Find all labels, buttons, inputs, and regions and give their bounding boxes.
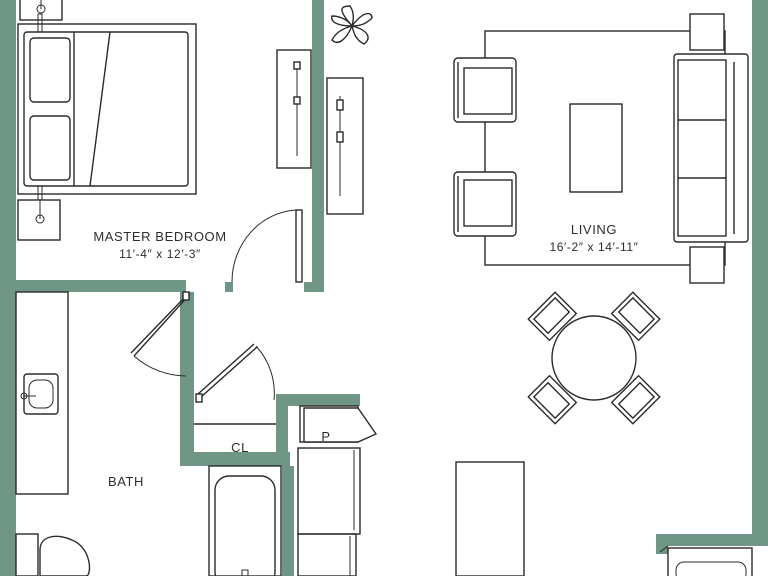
appliance-icon <box>659 545 753 576</box>
sink-icon <box>20 373 59 415</box>
kitchen-counter-icon <box>297 447 361 576</box>
wall-bedroom-south <box>16 280 186 292</box>
master-bedroom: MASTER BEDROOM 11′-4″ x 12′-3″ <box>17 0 312 283</box>
dining-chair-icon <box>610 374 661 425</box>
master-bedroom-name: MASTER BEDROOM <box>93 229 226 244</box>
wall-bottom-right <box>656 534 768 546</box>
dining-chair-icon <box>527 374 578 425</box>
wall-bedroom-corner <box>304 282 324 292</box>
dresser-icon <box>276 49 312 169</box>
armchair-icon <box>453 171 517 237</box>
wall-closet-south <box>180 452 290 466</box>
wall-bath-east <box>180 292 194 464</box>
sofa-icon <box>673 53 749 243</box>
end-table-icon <box>689 246 725 284</box>
door-swing-icon <box>231 209 303 283</box>
coffee-table-icon <box>569 103 623 193</box>
door-swing-icon <box>195 343 275 403</box>
door-swing-icon <box>130 291 191 377</box>
pantry-door-icon <box>299 405 378 443</box>
bath: BATH <box>15 291 144 576</box>
dining-set <box>527 291 661 425</box>
nightstand-icon <box>19 0 63 21</box>
wall-bottom-right-stub <box>656 534 668 554</box>
kitchen: P <box>297 405 753 576</box>
end-table-icon <box>689 13 725 51</box>
wall-pantry-north <box>276 394 360 406</box>
wall-bedroom-east <box>312 0 324 292</box>
nightstand-icon <box>17 199 61 241</box>
living: LIVING 16′-2″ x 14′-11″ <box>453 13 749 425</box>
toilet-icon <box>15 533 91 576</box>
hall-closet: CL <box>130 5 373 576</box>
dresser-icon <box>326 77 364 215</box>
armchair-icon <box>453 57 517 123</box>
master-bedroom-dims: 11′-4″ x 12′-3″ <box>119 247 201 261</box>
dining-chair-icon <box>610 291 661 342</box>
wall-hall-west <box>282 466 294 576</box>
bed-icon <box>17 23 197 195</box>
wall-right-outer <box>752 0 768 534</box>
living-dims: 16′-2″ x 14′-11″ <box>549 240 638 254</box>
dining-table-icon <box>551 315 637 401</box>
pantry-label: P <box>321 429 330 444</box>
pillow-icon <box>29 37 71 103</box>
dining-chair-icon <box>527 291 578 342</box>
wall-left-outer <box>0 0 16 576</box>
vanity-counter <box>15 291 69 495</box>
pillow-icon <box>29 115 71 181</box>
bath-label: BATH <box>108 474 144 489</box>
living-name: LIVING <box>571 222 617 237</box>
wall-closet-east <box>276 394 288 464</box>
plant-icon <box>331 5 373 45</box>
closet-label: CL <box>231 440 249 455</box>
bathtub-icon <box>208 465 282 576</box>
wall-stub-bedroom-door <box>225 282 233 292</box>
kitchen-island <box>455 461 525 576</box>
